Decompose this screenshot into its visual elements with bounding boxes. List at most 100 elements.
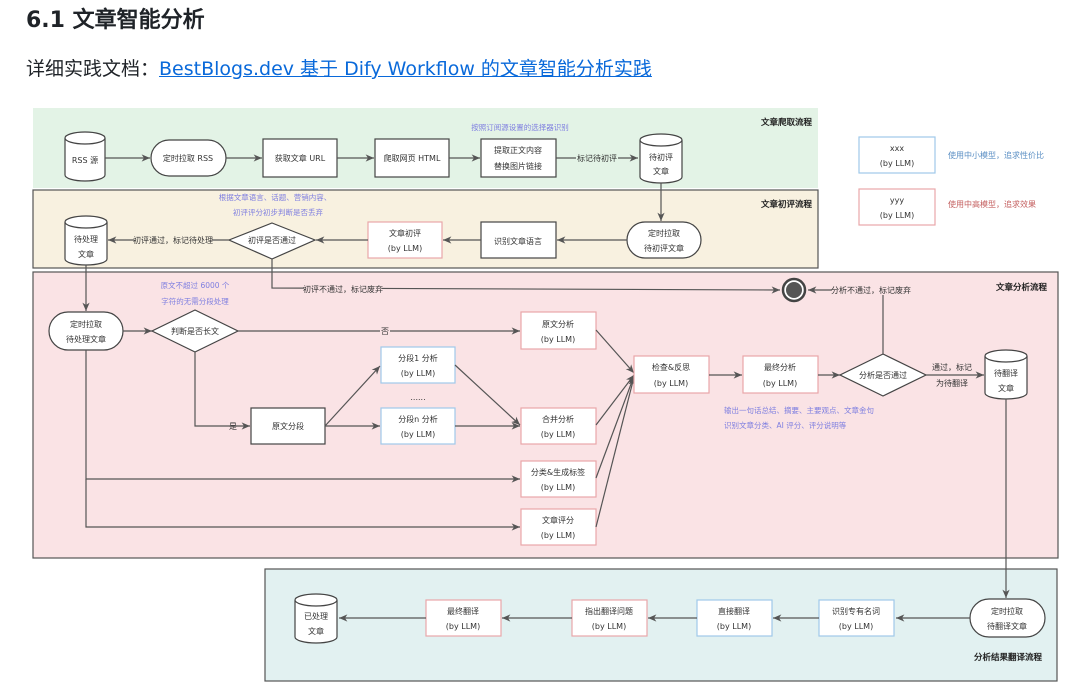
node-fetch-review: 定时拉取 待初评文章 (626, 221, 702, 259)
node-fetch-translate: 定时拉取 待翻译文章 (969, 598, 1046, 638)
note-review-2: 初评评分初步判断是否丢弃 (233, 207, 323, 217)
svg-text:(by LLM): (by LLM) (763, 379, 797, 388)
legend-small-box-label: xxx (890, 144, 904, 153)
note-long-1: 原文不超过 6000 个 (161, 280, 230, 290)
svg-text:合并分析: 合并分析 (542, 414, 574, 424)
node-extract-content: 提取正文内容 替换图片链接 (480, 138, 557, 178)
lane-translate-label: 分析结果翻译流程 (974, 652, 1043, 663)
svg-text:最终分析: 最终分析 (764, 362, 796, 372)
svg-text:文章初评: 文章初评 (389, 228, 421, 238)
svg-text:文章评分: 文章评分 (542, 515, 574, 525)
legend-large-box-label: yyy (890, 196, 904, 205)
legend-large-desc: 使用中高模型，追求效果 (948, 199, 1036, 209)
lane-analysis-label: 文章分析流程 (996, 282, 1048, 293)
node-fetch-rss: 定时拉取 RSS (150, 139, 227, 177)
legend-small-desc: 使用中小模型，追求性价比 (948, 150, 1044, 160)
node-merge-analysis-llm: 合并分析 (by LLM) (520, 407, 597, 445)
svg-text:文章: 文章 (998, 383, 1014, 393)
node-segment: 原文分段 (250, 407, 326, 445)
node-check-reflect-llm: 检查&反思 (by LLM) (633, 355, 710, 394)
svg-text:(by LLM): (by LLM) (401, 430, 435, 439)
edge-label-review-fail: 初评不通过，标记废弃 (303, 284, 383, 294)
svg-text:(by LLM): (by LLM) (541, 335, 575, 344)
svg-text:待翻译文章: 待翻译文章 (987, 621, 1027, 631)
svg-text:爬取网页 HTML: 爬取网页 HTML (384, 153, 441, 163)
node-fetch-process: 定时拉取 待处理文章 (48, 311, 124, 351)
svg-text:已处理: 已处理 (304, 611, 328, 621)
svg-text:(by LLM): (by LLM) (717, 622, 751, 631)
svg-text:检查&反思: 检查&反思 (652, 362, 690, 372)
svg-text:文章: 文章 (308, 626, 324, 636)
edge-label-review-ok: 初评通过，标记待处理 (133, 235, 213, 245)
note-output-2: 识别文章分类、AI 评分、评分说明等 (724, 420, 847, 430)
svg-text:定时拉取: 定时拉取 (991, 606, 1023, 616)
svg-text:初评是否通过: 初评是否通过 (248, 235, 296, 245)
edge-label-pass-1: 通过，标记 (932, 362, 972, 372)
note-review-1: 根据文章语言、话题、营销内容、 (219, 192, 332, 202)
practice-doc-link[interactable]: BestBlogs.dev 基于 Dify Workflow 的文章智能分析实践 (159, 58, 652, 80)
svg-text:(by LLM): (by LLM) (541, 483, 575, 492)
svg-text:分段1 分析: 分段1 分析 (398, 353, 438, 363)
svg-text:分段n 分析: 分段n 分析 (398, 414, 438, 424)
node-proper-nouns-llm: 识别专有名词 (by LLM) (818, 599, 895, 637)
note-output-1: 输出一句话总结、摘要、主要观点、文章金句 (724, 405, 874, 415)
lane-translate (264, 568, 1058, 682)
svg-text:RSS 源: RSS 源 (72, 156, 98, 165)
svg-text:指出翻译问题: 指出翻译问题 (585, 606, 633, 616)
svg-text:定时拉取 RSS: 定时拉取 RSS (163, 153, 213, 163)
node-classify-tags-llm: 分类&生成标签 (by LLM) (520, 460, 597, 498)
node-article-score-llm: 文章评分 (by LLM) (520, 508, 597, 546)
intro-line: 详细实践文档：BestBlogs.dev 基于 Dify Workflow 的文… (26, 54, 652, 81)
lane-review-label: 文章初评流程 (761, 199, 813, 210)
svg-text:获取文章 URL: 获取文章 URL (275, 153, 326, 163)
svg-text:分析是否通过: 分析是否通过 (859, 370, 907, 380)
legend-large-box-sub: (by LLM) (880, 211, 914, 220)
node-final-analysis-llm: 最终分析 (by LLM) (742, 355, 819, 394)
svg-text:直接翻译: 直接翻译 (718, 606, 750, 616)
node-pending-process-db: 待处理 文章 (64, 215, 108, 266)
svg-text:文章: 文章 (653, 166, 669, 176)
edge-label-yes: 是 (229, 422, 237, 431)
legend-small-box-sub: (by LLM) (880, 159, 914, 168)
svg-text:待处理: 待处理 (74, 234, 98, 244)
svg-text:待处理文章: 待处理文章 (66, 334, 106, 344)
svg-text:最终翻译: 最终翻译 (447, 606, 479, 616)
svg-text:判断是否长文: 判断是否长文 (171, 326, 219, 336)
end-terminal-icon (781, 277, 807, 303)
edge-label-analysis-fail: 分析不通过，标记废弃 (831, 285, 911, 295)
svg-text:文章: 文章 (78, 249, 94, 259)
svg-text:识别专有名词: 识别专有名词 (832, 606, 880, 616)
svg-text:待初评: 待初评 (649, 152, 673, 162)
svg-text:(by LLM): (by LLM) (541, 531, 575, 540)
edge-label-no: 否 (381, 327, 389, 336)
svg-text:识别文章语言: 识别文章语言 (494, 236, 542, 246)
node-processed-db: 已处理 文章 (294, 593, 338, 644)
node-segment-1-llm: 分段1 分析 (by LLM) (380, 346, 456, 384)
node-get-url: 获取文章 URL (262, 138, 338, 178)
svg-text:待翻译: 待翻译 (994, 368, 1018, 378)
note-selector: 按照订阅源设置的选择器识别 (471, 122, 569, 132)
node-rss-source: RSS 源 (64, 131, 106, 182)
edge-label-mark-pending: 标记待初评 (577, 153, 617, 163)
svg-text:(by LLM): (by LLM) (541, 430, 575, 439)
svg-text:原文分析: 原文分析 (542, 319, 574, 329)
node-pending-translate-db: 待翻译 文章 (984, 349, 1028, 400)
lane-crawl-label: 文章爬取流程 (761, 117, 813, 128)
node-translation-issues-llm: 指出翻译问题 (by LLM) (571, 599, 648, 637)
svg-text:定时拉取: 定时拉取 (70, 319, 102, 329)
node-final-translate-llm: 最终翻译 (by LLM) (425, 599, 502, 637)
node-initial-review-llm: 文章初评 (by LLM) (367, 221, 443, 259)
svg-text:(by LLM): (by LLM) (592, 622, 626, 631)
node-detect-language: 识别文章语言 (480, 221, 557, 259)
svg-text:定时拉取: 定时拉取 (648, 228, 680, 238)
svg-text:(by LLM): (by LLM) (388, 244, 422, 253)
svg-text:原文分段: 原文分段 (272, 421, 304, 431)
segments-ellipsis: ...... (410, 393, 425, 402)
svg-text:(by LLM): (by LLM) (839, 622, 873, 631)
svg-text:提取正文内容: 提取正文内容 (494, 145, 542, 155)
node-crawl-html: 爬取网页 HTML (374, 138, 450, 178)
node-original-analysis-llm: 原文分析 (by LLM) (520, 311, 597, 350)
svg-text:(by LLM): (by LLM) (446, 622, 480, 631)
svg-text:待初评文章: 待初评文章 (644, 243, 684, 253)
